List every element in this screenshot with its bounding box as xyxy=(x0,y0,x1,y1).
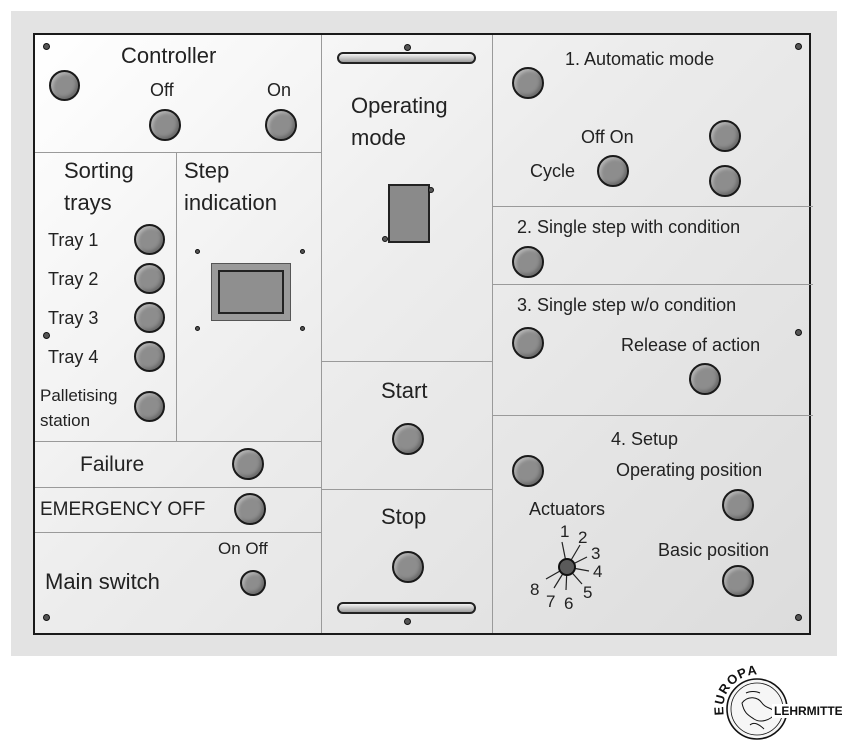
palletising-station-button[interactable] xyxy=(134,391,165,422)
automatic-off-on-label: Off On xyxy=(581,127,634,147)
controller-on-label: On xyxy=(267,80,292,100)
actuators-label: Actuators xyxy=(529,499,606,519)
failure-indicator-light xyxy=(232,448,264,480)
logo-side-text: LEHRMITTEL xyxy=(774,704,842,718)
automatic-off-on-button[interactable] xyxy=(709,120,741,152)
divider xyxy=(492,206,813,207)
tray-4-label: Tray 4 xyxy=(48,347,99,367)
start-label: Start xyxy=(381,378,428,403)
single-step-without-condition-title: 3. Single step w/o condition xyxy=(517,295,737,315)
divider xyxy=(492,284,813,285)
sorting-trays-title: trays xyxy=(64,190,112,215)
dial-number: 3 xyxy=(591,544,600,563)
stop-label: Stop xyxy=(381,504,427,529)
bottom-handle[interactable] xyxy=(337,602,476,614)
divider xyxy=(35,152,321,153)
automatic-cycle-indicator[interactable] xyxy=(709,165,741,197)
divider xyxy=(35,532,321,533)
dial-number: 2 xyxy=(578,528,587,547)
controller-off-button[interactable] xyxy=(149,109,181,141)
screw xyxy=(43,614,50,621)
automatic-mode-title: 1. Automatic mode xyxy=(565,49,715,69)
screw xyxy=(404,618,411,625)
tray-1-button[interactable] xyxy=(134,224,165,255)
operating-position-button[interactable] xyxy=(722,489,754,521)
step-indication-display xyxy=(211,263,291,321)
divider xyxy=(321,489,492,490)
palletising-station-label: Palletising xyxy=(40,386,118,405)
divider xyxy=(176,152,177,441)
screw xyxy=(43,43,50,50)
dial-number: 5 xyxy=(583,583,592,602)
divider xyxy=(35,487,321,488)
tray-1-label: Tray 1 xyxy=(48,230,99,250)
step-indication-title: indication xyxy=(184,190,277,215)
divider xyxy=(492,415,813,416)
screw xyxy=(795,329,802,336)
dial-number: 8 xyxy=(530,580,539,599)
main-switch-button[interactable] xyxy=(240,570,266,596)
single-step-with-condition-button[interactable] xyxy=(512,246,544,278)
controller-off-label: Off xyxy=(150,80,174,100)
divider xyxy=(321,361,492,362)
display-window xyxy=(218,270,284,314)
emergency-off-button[interactable] xyxy=(234,493,266,525)
automatic-mode-indicator-light xyxy=(512,67,544,99)
screw xyxy=(382,236,388,242)
screw xyxy=(428,187,434,193)
controller-indicator-light xyxy=(49,70,80,101)
operating-position-label: Operating position xyxy=(616,460,763,480)
emergency-off-label: EMERGENCY OFF xyxy=(40,499,206,520)
main-switch-label: Main switch xyxy=(45,569,160,594)
setup-title: 4. Setup xyxy=(611,429,679,449)
stop-button[interactable] xyxy=(392,551,424,583)
screw xyxy=(195,249,200,254)
setup-indicator-light xyxy=(512,455,544,487)
dial-number: 6 xyxy=(564,594,573,613)
controller-on-button[interactable] xyxy=(265,109,297,141)
screw xyxy=(795,614,802,621)
sorting-trays-title: Sorting xyxy=(64,158,134,183)
dial-knob xyxy=(558,558,576,576)
cycle-label: Cycle xyxy=(530,161,576,181)
europa-lehrmittel-logo: EUROPA LEHRMITTEL xyxy=(712,663,842,740)
screw xyxy=(300,249,305,254)
main-switch-on-off-label: On Off xyxy=(218,539,268,558)
release-of-action-button[interactable] xyxy=(689,363,721,395)
single-step-with-condition-title: 2. Single step with condition xyxy=(517,217,741,237)
divider xyxy=(35,441,321,442)
tray-4-button[interactable] xyxy=(134,341,165,372)
screw xyxy=(195,326,200,331)
operating-mode-selector-switch[interactable] xyxy=(388,184,430,243)
screw xyxy=(795,43,802,50)
tray-3-button[interactable] xyxy=(134,302,165,333)
failure-label: Failure xyxy=(80,453,145,476)
tray-2-button[interactable] xyxy=(134,263,165,294)
step-indication-title: Step xyxy=(184,158,230,183)
screw xyxy=(404,44,411,51)
dial-number: 4 xyxy=(593,562,602,581)
dial-number: 7 xyxy=(546,592,555,611)
actuator-selector-dial[interactable]: 1 2 3 4 5 6 7 8 xyxy=(522,518,640,618)
tray-3-label: Tray 3 xyxy=(48,308,99,328)
screw xyxy=(300,326,305,331)
single-step-without-condition-button[interactable] xyxy=(512,327,544,359)
cycle-button[interactable] xyxy=(597,155,629,187)
operating-mode-title: Operating xyxy=(351,93,448,118)
palletising-station-label: station xyxy=(40,411,91,430)
operating-mode-title: mode xyxy=(351,125,407,150)
control-panel: Controller Off On Sorting trays Tray 1 T… xyxy=(33,33,813,635)
release-of-action-label: Release of action xyxy=(621,335,761,355)
divider xyxy=(492,35,493,633)
basic-position-label: Basic position xyxy=(658,540,770,560)
screw xyxy=(43,332,50,339)
dial-number: 1 xyxy=(560,522,569,541)
tray-2-label: Tray 2 xyxy=(48,269,99,289)
controller-title: Controller xyxy=(121,43,217,68)
basic-position-button[interactable] xyxy=(722,565,754,597)
start-button[interactable] xyxy=(392,423,424,455)
top-handle[interactable] xyxy=(337,52,476,64)
divider xyxy=(321,35,322,633)
